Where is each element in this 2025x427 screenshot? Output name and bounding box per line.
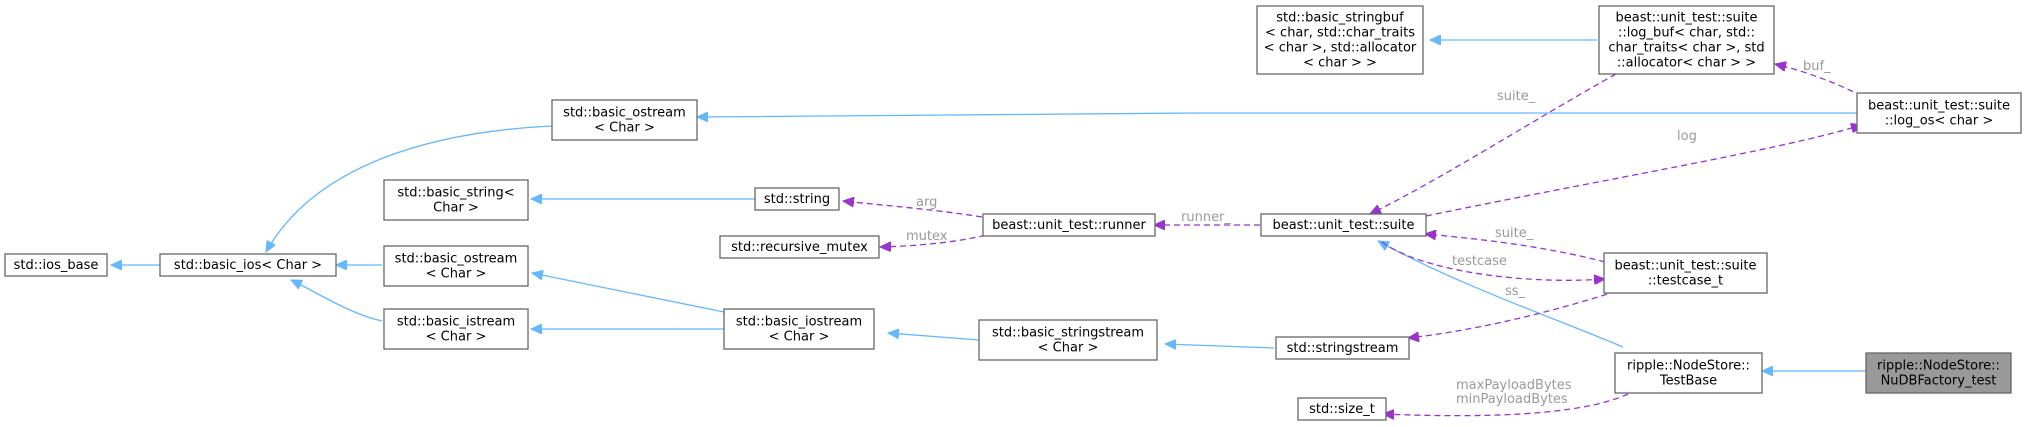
node-label-line: std::basic_string< xyxy=(397,186,514,201)
node-testcase-t[interactable]: beast::unit_test::suite::testcase_t xyxy=(1603,252,1768,294)
node-label-line: < char >, std::allocator xyxy=(1264,41,1417,56)
edge-label-min-payload-bytes: minPayloadBytes xyxy=(1456,392,1568,407)
node-ios-base[interactable]: std::ios_base xyxy=(4,253,108,277)
edge-testbase-to-suite xyxy=(1378,241,1624,348)
node-basic-ios[interactable]: std::basic_ios< Char > xyxy=(159,253,337,277)
node-label-line: std::basic_ostream xyxy=(563,106,686,121)
node-label-line: beast::unit_test::runner xyxy=(992,218,1146,233)
node-log-buf[interactable]: beast::unit_test::suite::log_buf< char, … xyxy=(1598,5,1775,75)
node-label-line: ::log_buf< char, std:: xyxy=(1618,26,1755,41)
node-label-line: beast::unit_test::suite xyxy=(1616,11,1758,26)
node-testbase[interactable]: ripple::NodeStore::TestBase xyxy=(1614,352,1763,394)
node-label-line: < Char > xyxy=(1038,341,1099,356)
node-label-line: beast::unit_test::suite xyxy=(1273,218,1415,233)
node-label-line: ::allocator< char > > xyxy=(1617,56,1756,71)
node-label-line: TestBase xyxy=(1659,374,1717,389)
edge-label-mutex: mutex xyxy=(906,229,948,244)
edge-label-buf: buf_ xyxy=(1803,59,1831,74)
edge-basic-stringstream-to-basic-iostream xyxy=(888,333,980,341)
node-suite[interactable]: beast::unit_test::suite xyxy=(1260,213,1427,237)
edge-label-max-payload-bytes: maxPayloadBytes xyxy=(1456,378,1572,393)
node-nudb-factory-test[interactable]: ripple::NodeStore::NuDBFactory_test xyxy=(1865,352,2012,394)
edge-label-testcase: testcase xyxy=(1452,254,1507,269)
node-label-line: ripple::NodeStore:: xyxy=(1877,359,2000,374)
node-label-line: ::testcase_t xyxy=(1648,274,1723,289)
node-label-line: std::basic_ostream xyxy=(395,252,518,267)
edge-log-os-to-basic-ostream-top xyxy=(697,113,1857,117)
node-size-t[interactable]: std::size_t xyxy=(1297,397,1387,421)
edge-runner-usage-string xyxy=(843,201,983,218)
edge-testbase-usage-size-t xyxy=(1383,393,1629,416)
node-label-line: std::basic_ios< Char > xyxy=(174,258,322,273)
node-label-line: std::basic_iostream xyxy=(736,315,862,330)
node-label-line: char_traits< char >, std xyxy=(1608,41,1764,56)
node-basic-string[interactable]: std::basic_string<Char > xyxy=(383,179,529,221)
edge-basic-ostream-top-to-basic-ios xyxy=(266,125,553,252)
node-runner[interactable]: beast::unit_test::runner xyxy=(982,213,1156,237)
edge-label-arg: arg xyxy=(916,195,937,210)
node-basic-stringstream[interactable]: std::basic_stringstream< Char > xyxy=(978,319,1158,361)
node-label-line: std::recursive_mutex xyxy=(731,240,868,255)
node-label-line: std::size_t xyxy=(1309,402,1375,417)
edge-stringstream-to-basic-stringstream xyxy=(1165,344,1275,348)
edge-testcase-usage-stringstream xyxy=(1408,287,1627,338)
node-label-line: beast::unit_test::suite xyxy=(1615,259,1757,274)
node-label-line: beast::unit_test::suite xyxy=(1868,99,2010,114)
edge-label-suite-testcase: suite_ xyxy=(1495,226,1534,241)
node-label-line: < Char > xyxy=(426,330,487,345)
node-basic-istream[interactable]: std::basic_istream< Char > xyxy=(383,308,529,350)
node-string[interactable]: std::string xyxy=(754,187,840,211)
edge-label-log: log xyxy=(1677,129,1697,144)
node-label-line: < Char > xyxy=(594,121,655,136)
node-label-line: < char > > xyxy=(1303,56,1377,71)
edge-label-suite: suite_ xyxy=(1497,89,1536,104)
edge-basic-istream-to-basic-ios xyxy=(291,279,383,322)
node-label-line: ripple::NodeStore:: xyxy=(1627,359,1750,374)
node-label-line: ::log_os< char > xyxy=(1885,114,1994,129)
node-label-line: std::basic_stringbuf xyxy=(1276,11,1404,26)
edge-label-runner: runner_ xyxy=(1181,210,1231,225)
node-basic-stringbuf[interactable]: std::basic_stringbuf< char, std::char_tr… xyxy=(1256,5,1424,75)
edge-label-ss: ss_ xyxy=(1505,284,1526,299)
edge-testcase-usage-suite xyxy=(1425,234,1606,263)
edge-log-buf-usage-suite xyxy=(1370,73,1617,215)
node-log-os[interactable]: beast::unit_test::suite::log_os< char > xyxy=(1856,92,2022,134)
node-basic-ostream-top[interactable]: std::basic_ostream< Char > xyxy=(551,99,698,141)
node-label-line: Char > xyxy=(433,201,479,216)
node-label-line: < Char > xyxy=(426,267,487,282)
node-label-line: std::ios_base xyxy=(14,258,99,273)
node-stringstream[interactable]: std::stringstream xyxy=(1275,336,1410,360)
edge-log-os-usage-log-buf xyxy=(1775,64,1863,97)
node-label-line: std::basic_istream xyxy=(397,315,515,330)
node-basic-iostream[interactable]: std::basic_iostream< Char > xyxy=(723,308,875,350)
node-recursive-mutex[interactable]: std::recursive_mutex xyxy=(719,235,880,259)
edge-suite-usage-log-os xyxy=(1425,125,1862,217)
edge-basic-iostream-to-basic-ostream-mid xyxy=(532,273,725,313)
node-label-line: std::basic_stringstream xyxy=(992,326,1144,341)
node-basic-ostream-mid[interactable]: std::basic_ostream< Char > xyxy=(383,245,529,287)
node-label-line: < char, std::char_traits xyxy=(1265,26,1415,41)
node-label-line: < Char > xyxy=(769,330,830,345)
node-label-line: std::stringstream xyxy=(1287,341,1399,356)
node-label-line: std::string xyxy=(764,192,830,207)
node-label-line: NuDBFactory_test xyxy=(1881,374,1997,389)
